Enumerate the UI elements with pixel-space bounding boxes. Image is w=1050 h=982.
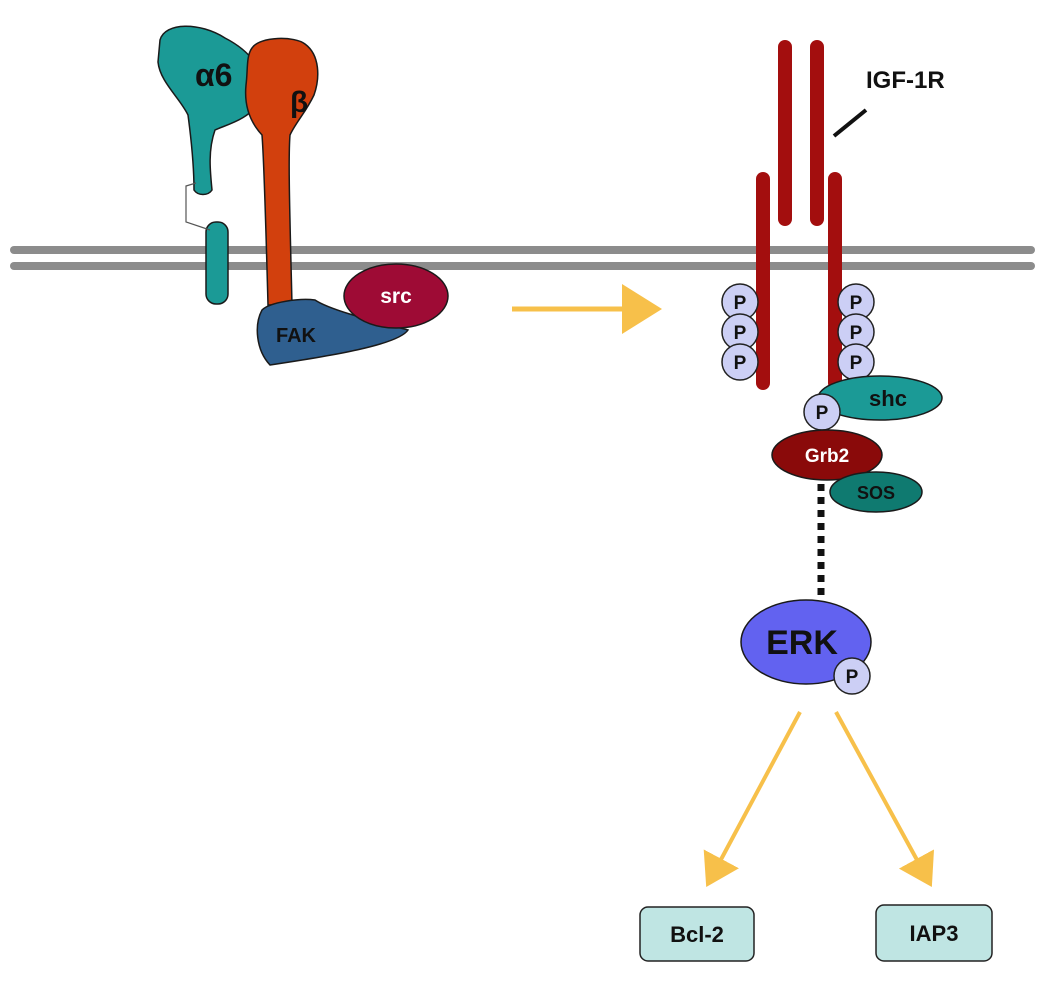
svg-text:P: P: [734, 353, 747, 374]
phospho-site: P: [833, 657, 871, 695]
beta-label: β: [290, 86, 308, 119]
fak-node: FAK: [256, 298, 410, 366]
phospho-site: P: [803, 393, 841, 431]
bcl2-box: Bcl-2: [639, 906, 755, 962]
erk-label: ERK: [766, 624, 838, 662]
iap3-box: IAP3: [875, 904, 993, 962]
svg-text:P: P: [846, 667, 859, 688]
grb2-label: Grb2: [805, 446, 849, 467]
erk-to-iap3-arrow: [834, 711, 935, 888]
svg-text:P: P: [850, 293, 863, 314]
igf1r-receptor: IGF-1R: [756, 40, 945, 390]
grb2-node: Grb2: [771, 429, 883, 481]
phospho-site: P: [721, 283, 759, 321]
shc-node: shc: [817, 375, 943, 421]
svg-text:P: P: [734, 323, 747, 344]
phospho-site: P: [837, 283, 875, 321]
svg-text:P: P: [734, 293, 747, 314]
shc-label: shc: [869, 386, 907, 411]
igf1r-label: IGF-1R: [866, 67, 945, 94]
erk-to-bcl2-arrow: [703, 711, 802, 888]
integrin-beta: β: [244, 37, 319, 306]
svg-text:P: P: [850, 353, 863, 374]
sos-label: SOS: [857, 483, 895, 503]
cell-membrane: [10, 246, 1035, 270]
phospho-site: P: [837, 313, 875, 351]
phospho-site: P: [837, 343, 875, 381]
phospho-site: P: [721, 343, 759, 381]
alpha6-label: α6: [195, 57, 232, 93]
iap3-label: IAP3: [910, 921, 959, 946]
src-node: src: [343, 263, 449, 329]
svg-text:P: P: [816, 403, 829, 424]
integrin-alpha6: α6: [157, 25, 264, 305]
sos-node: SOS: [829, 471, 923, 513]
fak-label: FAK: [276, 325, 317, 347]
igf1r-label-line: [832, 108, 868, 138]
phospho-site: P: [721, 313, 759, 351]
svg-text:P: P: [850, 323, 863, 344]
src-label: src: [380, 285, 412, 308]
bcl2-label: Bcl-2: [670, 922, 724, 947]
